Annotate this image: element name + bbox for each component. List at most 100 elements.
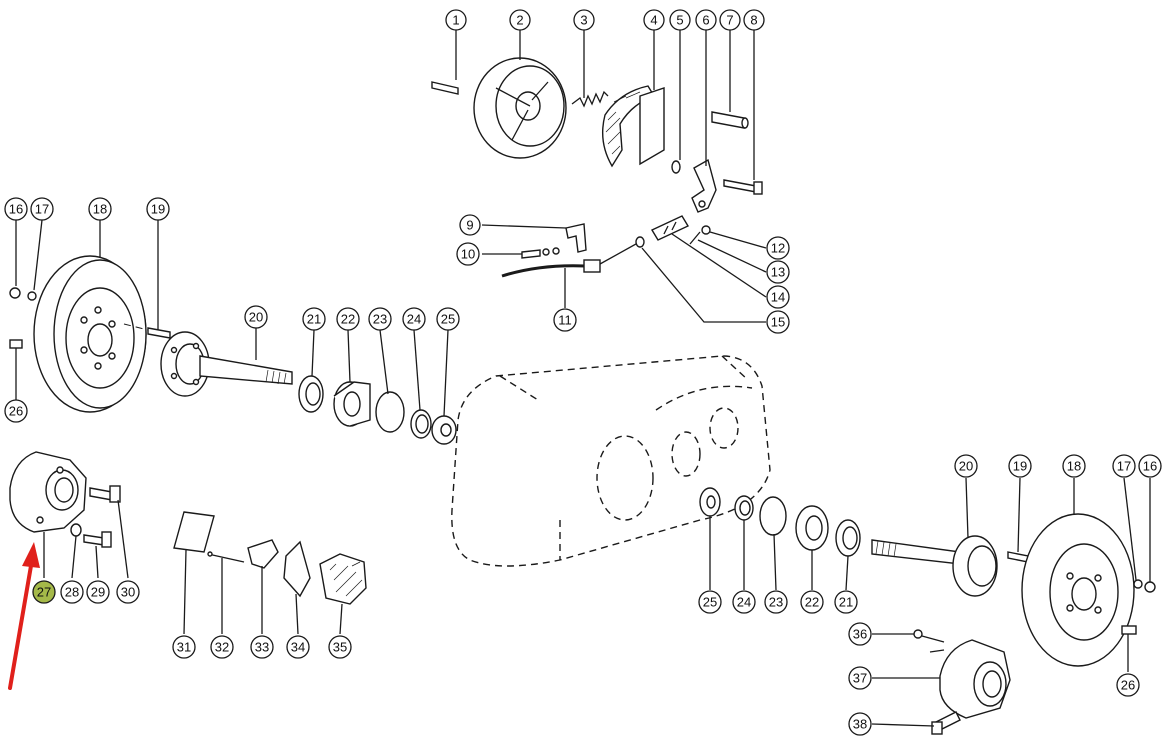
callout-27: 27 (32, 580, 56, 604)
callout-35: 35 (328, 635, 352, 659)
callout-14: 14 (766, 285, 790, 309)
part-nut-16-left (9, 287, 21, 299)
callout-23-right: 23 (764, 590, 788, 614)
svg-text:12: 12 (771, 241, 785, 256)
part-bolt-30 (89, 485, 121, 503)
svg-text:21: 21 (307, 312, 321, 327)
callout-6: 6 (695, 9, 717, 31)
part-shim-31 (173, 511, 215, 553)
part-clip-33 (247, 539, 279, 569)
svg-text:11: 11 (558, 313, 572, 328)
callout-25-left: 25 (436, 307, 460, 331)
part-stud-26-left (9, 339, 23, 349)
svg-text:21: 21 (839, 595, 853, 610)
svg-text:28: 28 (65, 585, 79, 600)
callout-5: 5 (669, 9, 691, 31)
part-brake-shoe (602, 85, 665, 168)
svg-text:37: 37 (853, 671, 867, 686)
part-brake-drum (473, 57, 567, 159)
part-bracket-9 (565, 223, 587, 253)
part-brake-disc-right (1021, 513, 1135, 667)
callout-12: 12 (766, 236, 790, 260)
leader-lines (15, 30, 1151, 727)
callout-18-right: 18 (1062, 454, 1086, 478)
callout-13: 13 (766, 260, 790, 284)
svg-text:30: 30 (121, 585, 135, 600)
svg-text:17: 17 (35, 202, 49, 217)
svg-text:13: 13 (771, 265, 785, 280)
svg-text:3: 3 (580, 13, 587, 28)
part-stud-19-left (147, 327, 171, 339)
callout-36: 36 (848, 622, 872, 646)
part-drive-shaft-right (871, 535, 998, 597)
callout-8: 8 (743, 9, 765, 31)
callout-11: 11 (553, 308, 577, 332)
part-washer-17-right (1133, 579, 1143, 589)
svg-text:22: 22 (341, 312, 355, 327)
svg-text:29: 29 (91, 585, 105, 600)
svg-text:26: 26 (1121, 678, 1135, 693)
svg-text:14: 14 (771, 290, 785, 305)
callout-20-right: 20 (954, 454, 978, 478)
part-stud-19-right (1007, 551, 1029, 563)
svg-text:19: 19 (1013, 459, 1027, 474)
svg-text:19: 19 (151, 202, 165, 217)
part-nut-25-right (699, 487, 721, 517)
part-stud-26-right (1121, 625, 1137, 635)
callout-9: 9 (459, 214, 481, 236)
part-split-pin-13 (689, 231, 701, 245)
part-pin-12 (701, 225, 711, 235)
callout-25-right: 25 (698, 590, 722, 614)
svg-text:24: 24 (737, 595, 751, 610)
callout-21-right: 21 (834, 590, 858, 614)
svg-text:2: 2 (516, 13, 523, 28)
callout-37: 37 (848, 666, 872, 690)
part-pin-32 (207, 551, 245, 563)
callout-19-left: 19 (146, 197, 170, 221)
part-drive-shaft-left (160, 331, 293, 397)
callout-26-right: 26 (1116, 673, 1140, 697)
svg-text:33: 33 (255, 640, 269, 655)
callout-31: 31 (172, 635, 196, 659)
part-bolt-8 (723, 179, 763, 195)
callout-17-left: 17 (30, 197, 54, 221)
callout-24-right: 24 (732, 590, 756, 614)
part-brake-disc-left (33, 255, 147, 413)
callout-17-right: 17 (1112, 454, 1136, 478)
callout-28: 28 (60, 580, 84, 604)
callout-20-left: 20 (244, 305, 268, 329)
svg-text:5: 5 (676, 13, 683, 28)
svg-text:32: 32 (215, 640, 229, 655)
part-washer-17-left (27, 291, 37, 301)
part-ring-24-right (734, 495, 754, 521)
part-spring (571, 90, 609, 108)
svg-text:16: 16 (9, 202, 23, 217)
svg-text:31: 31 (177, 640, 191, 655)
red-arrow-icon (8, 542, 40, 690)
callout-38: 38 (848, 712, 872, 736)
callout-34: 34 (286, 635, 310, 659)
svg-text:24: 24 (407, 312, 421, 327)
callout-29: 29 (86, 580, 110, 604)
part-seal-21-right (835, 519, 861, 557)
part-bleed-screw-36 (913, 629, 945, 643)
svg-text:34: 34 (291, 640, 305, 655)
svg-text:9: 9 (466, 218, 473, 233)
callout-26-left: 26 (4, 399, 28, 423)
svg-text:36: 36 (853, 627, 867, 642)
part-caliper-37 (929, 639, 1011, 719)
part-circlip-23-right (759, 496, 787, 536)
part-brake-pad-35 (319, 553, 367, 605)
svg-text:15: 15 (771, 315, 785, 330)
callout-7: 7 (719, 9, 741, 31)
callout-3: 3 (573, 9, 595, 31)
svg-text:35: 35 (333, 640, 347, 655)
part-bolt-29 (83, 531, 112, 548)
part-washer-5 (671, 160, 681, 174)
part-circlip-23-left (375, 391, 405, 433)
part-seal-21-left (298, 375, 324, 413)
part-gearbox-housing (451, 355, 771, 567)
svg-text:4: 4 (650, 13, 657, 28)
svg-text:10: 10 (461, 247, 475, 262)
